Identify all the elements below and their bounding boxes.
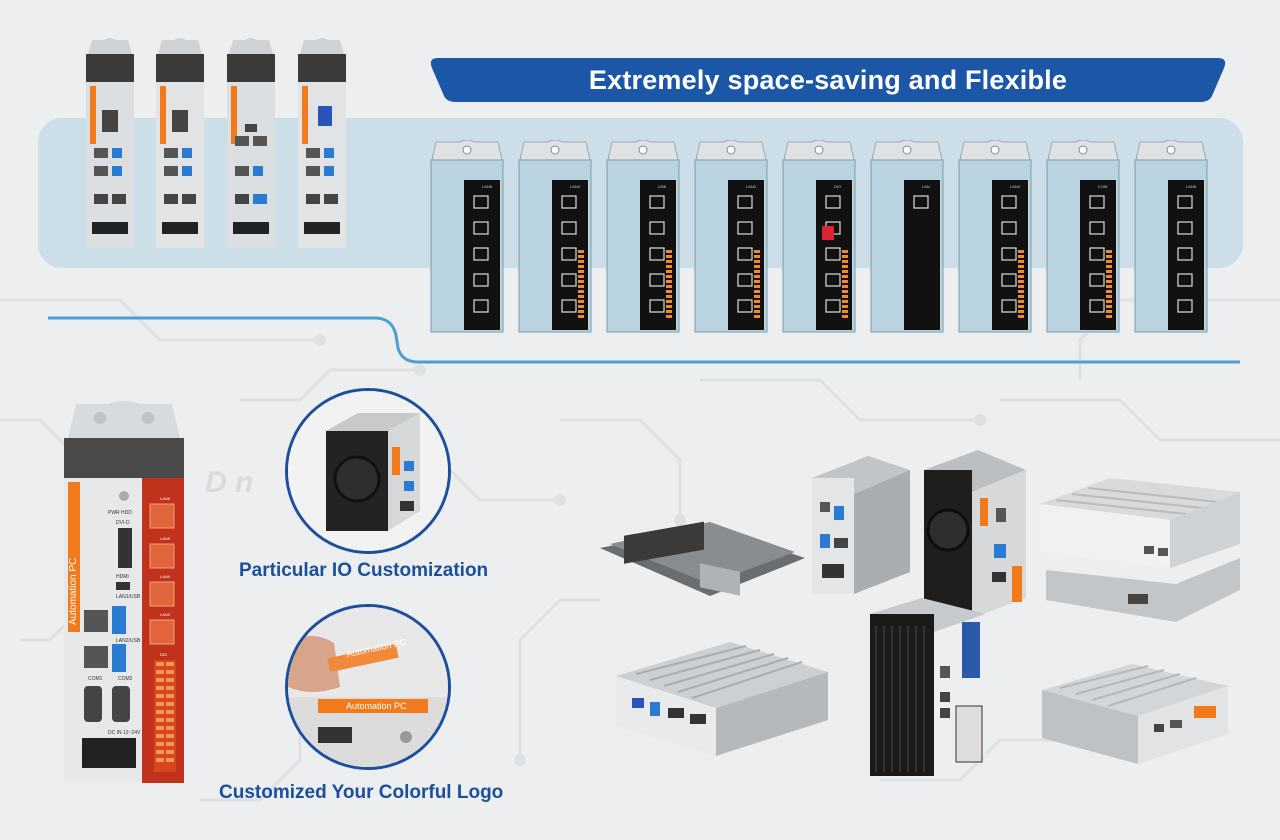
lan4-label: LAN4 (160, 574, 171, 579)
io-module-8: COM (1046, 140, 1120, 333)
product-compact-pc (812, 456, 910, 594)
product-fan-pc (924, 450, 1026, 618)
logo-customization-caption: Customized Your Colorful Logo (219, 782, 504, 803)
dvi-label: DVI-D (116, 520, 130, 526)
com2-label: COM2 (118, 676, 133, 682)
io-module-9: LAN8 (1134, 140, 1208, 333)
mini-pc-3 (227, 38, 275, 248)
io-module-label: LAN (922, 184, 930, 189)
mini-pc-4 (298, 38, 346, 248)
io-module-label: LAN8 (482, 184, 493, 189)
hdmi-label: HDMI (116, 574, 129, 580)
product-fanless-rugged-2 (616, 642, 828, 756)
product-fanless-small (1042, 664, 1228, 764)
io-module-label: DIO (834, 184, 841, 189)
io-module-label: LAN2 (746, 184, 757, 189)
io-module-label: LAN4 (570, 184, 581, 189)
io-module-label: LAN4 (1010, 184, 1021, 189)
io-module-label: USB (658, 184, 667, 189)
mini-pc-2 (156, 38, 204, 248)
page-title: Extremely space-saving and Flexible (588, 64, 1068, 95)
lan1-label: LAN1/USB (116, 594, 141, 600)
mini-pc-1 (86, 38, 134, 248)
io-module-7: LAN4 (958, 140, 1032, 333)
pwr-hdd-label: PWR HDD (108, 510, 132, 516)
product-fanless-box (1040, 478, 1240, 622)
title-banner-shape (430, 58, 1226, 102)
lan5-label: LAN5 (160, 536, 171, 541)
io-module-2: LAN4 (518, 140, 592, 333)
product-expansion-pc (870, 598, 986, 776)
io-module-5: DIO (782, 140, 856, 333)
io-module-label: LAN8 (1186, 184, 1197, 189)
logo-case-label: Automation PC (346, 701, 407, 711)
dcin-label: DC IN 12~24V (108, 730, 141, 736)
brand-watermark: D n (205, 466, 253, 499)
automation-pc-front: Automation PC PWR HDD DVI-D HDMI LAN1/US… (64, 401, 184, 783)
lan6-label: LAN6 (160, 496, 171, 501)
io-module-1: LAN8 (430, 140, 504, 333)
lan3-label: LAN3 (160, 612, 171, 617)
product-fanless-rugged-1 (600, 521, 805, 596)
lan2-label: LAN2/USB (116, 638, 141, 644)
automation-pc-label: Automation PC (68, 558, 79, 625)
io-module-3: USB (606, 140, 680, 333)
io-module-4: LAN2 (694, 140, 768, 333)
com1-label: COM1 (88, 676, 103, 682)
logo-customization-photo: Automation PC Automation PC (285, 604, 451, 770)
io-module-6: LAN (870, 140, 944, 333)
io-customization-photo (285, 388, 451, 554)
dio-label: DIO (160, 652, 167, 657)
io-module-label: COM (1098, 184, 1107, 189)
io-customization-caption: Particular IO Customization (239, 560, 489, 581)
